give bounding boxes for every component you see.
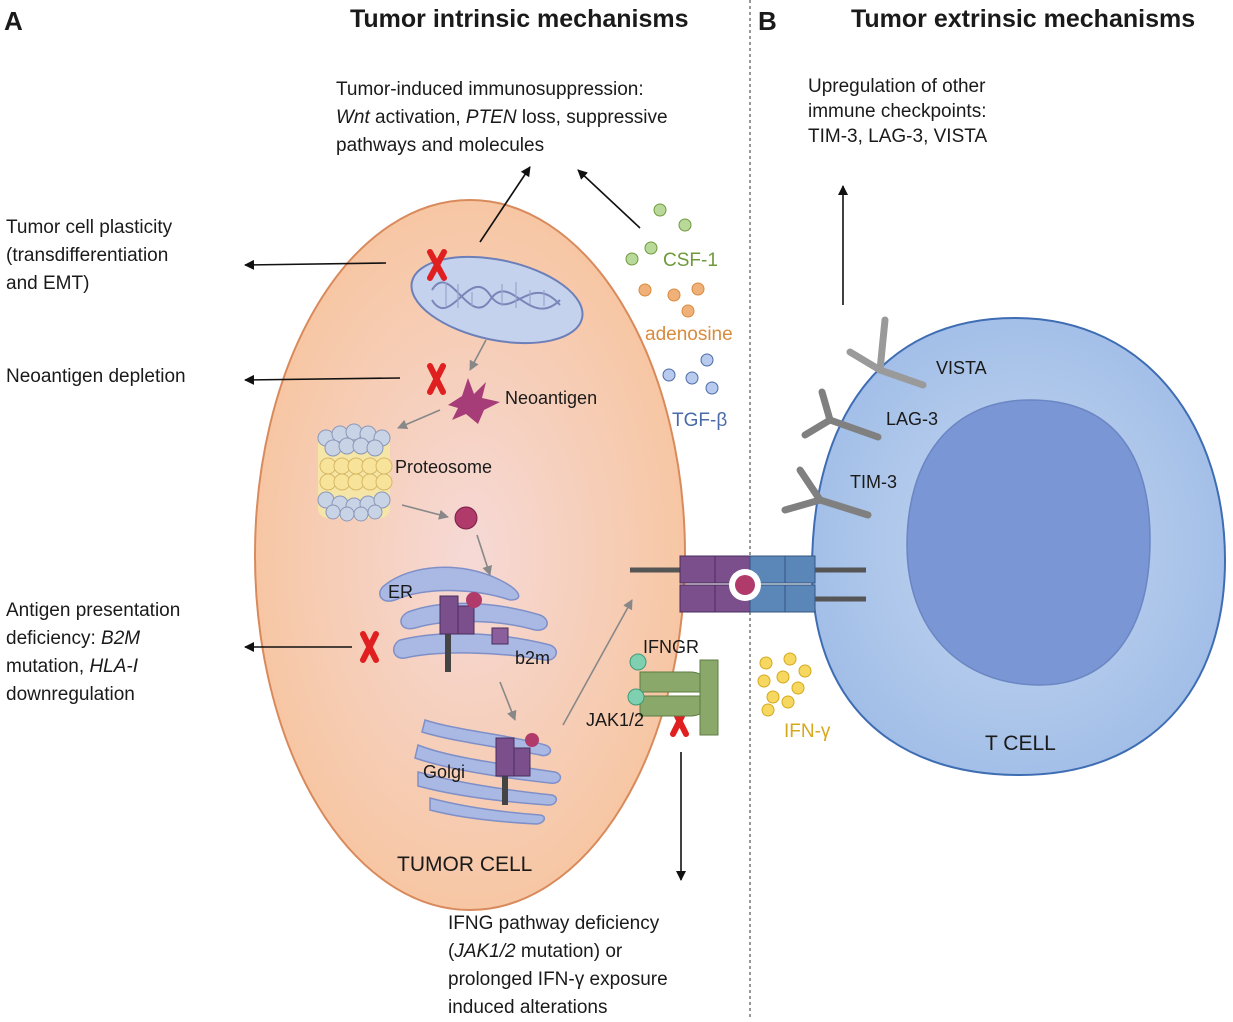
tgfb-molecules — [662, 353, 719, 395]
vista-receptor — [846, 316, 927, 389]
vista-label: VISTA — [936, 358, 987, 378]
tgfb-label: TGF-β — [672, 410, 728, 431]
ifngr-receptor — [627, 653, 719, 736]
proteosome-icon — [317, 423, 393, 522]
panel-a-letter: A — [4, 6, 23, 36]
mhc-tcr-complex — [630, 555, 866, 613]
red-x-dna — [427, 249, 447, 281]
adenosine-molecules — [638, 282, 705, 318]
checkpoints-text: Upregulation of other immune checkpoints… — [808, 76, 988, 147]
golgi-label: Golgi — [423, 762, 466, 782]
t-cell-label: T CELL — [985, 732, 1056, 755]
er-label: ER — [388, 582, 414, 602]
peptide-icon — [454, 506, 478, 530]
ifngr-label: IFNGR — [643, 637, 699, 657]
dna-icon — [410, 255, 584, 345]
neoantigen-depletion-text: Neoantigen depletion — [6, 366, 186, 387]
external-arrows — [244, 166, 848, 881]
ifng-pathway-text: IFNG pathway deficiency (JAK1/2 mutation… — [448, 913, 668, 1018]
tumor-cell-label: TUMOR CELL — [397, 853, 533, 876]
immunosuppression-text: Tumor-induced immunosuppression: Wnt act… — [336, 79, 668, 156]
tim3-label: TIM-3 — [850, 472, 897, 492]
plasticity-text: Tumor cell plasticity (transdifferentiat… — [6, 217, 173, 294]
ifng-molecules — [757, 652, 812, 717]
csf1-label: CSF-1 — [663, 250, 718, 271]
panel-b-title: Tumor extrinsic mechanisms — [851, 5, 1196, 33]
adenosine-label: adenosine — [645, 324, 733, 345]
panel-a-title: Tumor intrinsic mechanisms — [350, 5, 689, 33]
lag3-label: LAG-3 — [886, 409, 939, 429]
csf1-molecules — [625, 203, 692, 266]
red-x-antigen — [360, 631, 379, 663]
jak-label: JAK1/2 — [586, 710, 645, 730]
internal-arrows — [397, 339, 633, 726]
antigen-presentation-text: Antigen presentation deficiency: B2M mut… — [6, 600, 181, 705]
tumor-cell-body — [254, 199, 686, 911]
neoantigen-label: Neoantigen — [505, 388, 598, 408]
neoantigen-icon — [448, 378, 500, 424]
proteosome-label: Proteosome — [395, 457, 493, 477]
t-cell-nucleus — [906, 399, 1151, 686]
ifng-label: IFN-γ — [784, 721, 831, 742]
b2m-label: b2m — [515, 648, 551, 668]
lag3-receptor — [801, 388, 882, 441]
mhc-er-icon — [439, 592, 509, 672]
panel-b-letter: B — [758, 6, 777, 36]
mhc-golgi-icon — [495, 733, 539, 805]
tim3-receptor — [781, 466, 872, 519]
red-x-neoantigen — [427, 363, 446, 395]
